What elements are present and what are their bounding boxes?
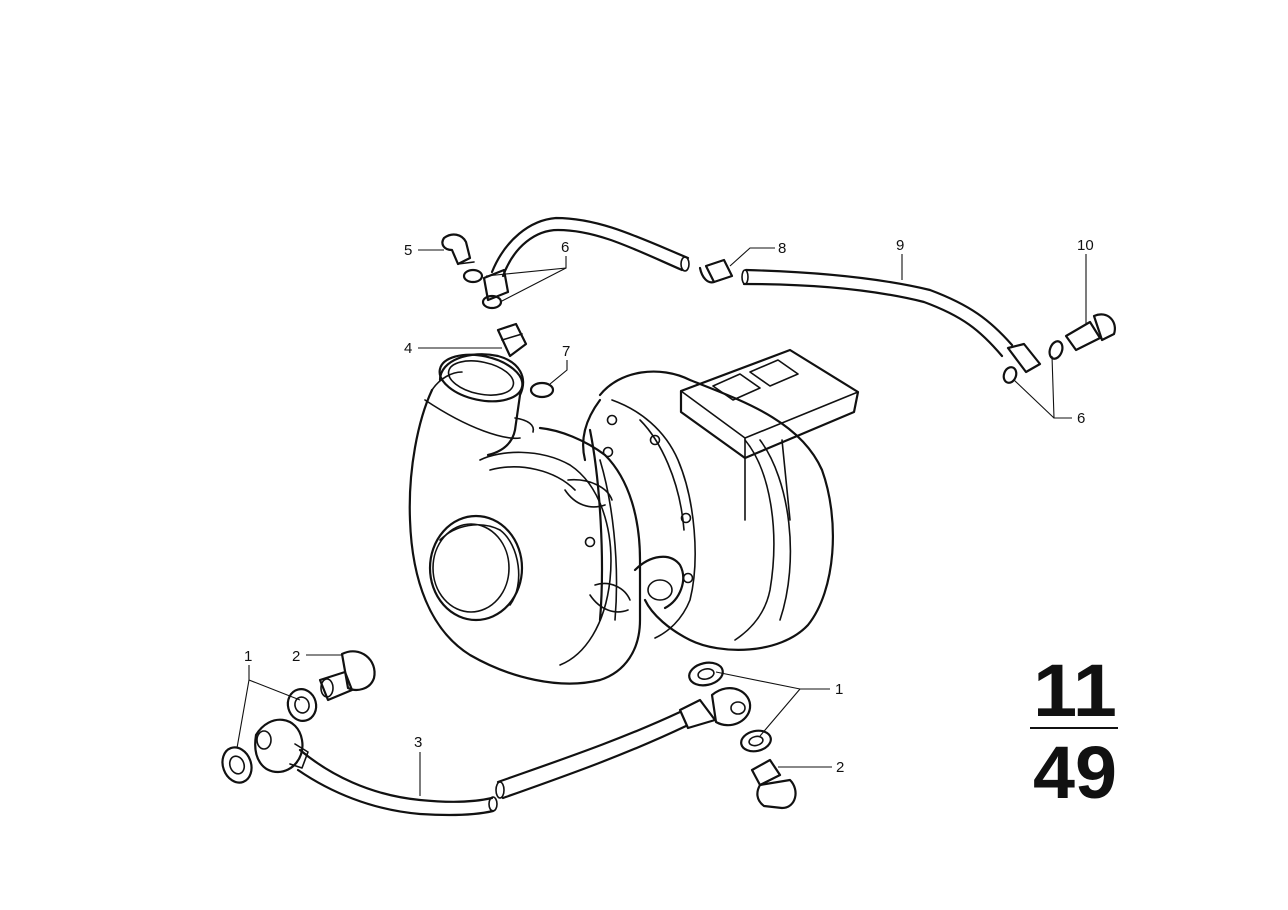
- callout-7-label: 7: [562, 343, 570, 360]
- callout-6-upper-label: 6: [561, 239, 569, 256]
- callout-5-label: 5: [404, 242, 412, 259]
- callout-2-left-label: 2: [292, 648, 300, 665]
- callout-3-label: 3: [414, 734, 422, 751]
- oil-feed-line: [441, 216, 1116, 399]
- callout-8-label: 8: [778, 240, 786, 257]
- callout-1-left-label: 1: [244, 648, 252, 665]
- group-number-bottom: 49: [1033, 731, 1117, 814]
- callout-6-right-label: 6: [1077, 410, 1085, 427]
- oil-return-line: [221, 650, 797, 817]
- callout-9-label: 9: [896, 237, 904, 254]
- callout-4-label: 4: [404, 340, 412, 357]
- callout-10-label: 10: [1077, 237, 1094, 254]
- callout-2-right-label: 2: [836, 759, 844, 776]
- group-number-top: 11: [1033, 649, 1117, 732]
- callout-1-right-label: 1: [835, 681, 843, 698]
- leader-lines: [236, 247, 1118, 796]
- turbocharger-assembly: [408, 348, 860, 685]
